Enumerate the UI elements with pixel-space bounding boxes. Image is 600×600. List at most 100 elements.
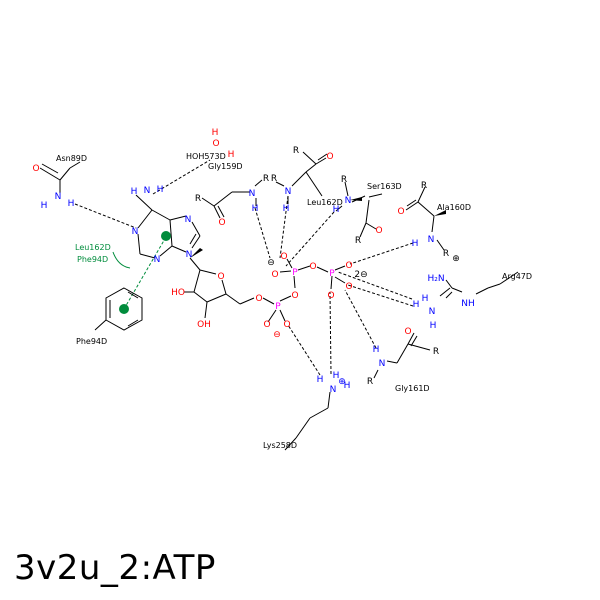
- adenine-n7: N: [185, 215, 192, 225]
- hbond-gly159-b: [279, 195, 289, 259]
- arg47-h1: H: [413, 300, 420, 310]
- gly159-r: R: [195, 194, 201, 204]
- hbond-lys258-a: [329, 291, 332, 375]
- pi-interactions: [112, 231, 171, 314]
- label-gly161: Gly161D: [395, 384, 430, 393]
- hbond-hoh573: [152, 159, 211, 195]
- adenine-h1: H: [131, 187, 138, 197]
- ser163-o: O: [375, 226, 382, 236]
- pg-o2: O: [345, 282, 352, 292]
- ala160-h: H: [412, 239, 419, 249]
- label-arg47: Arg47D: [502, 272, 532, 281]
- pi-stacking-line: [123, 236, 167, 310]
- hbond-lys258-b: [287, 324, 321, 376]
- stereo-wedges: [190, 197, 446, 258]
- phe94-ring-centroid: [119, 304, 129, 314]
- ala160-n: N: [428, 235, 435, 245]
- gly161-h: H: [373, 345, 380, 355]
- hoh-o: O: [212, 139, 219, 149]
- hbond-arg47-b: [337, 271, 413, 300]
- label-hoh573: HOH573D: [186, 152, 226, 161]
- arg47-h2n: H₂N: [427, 274, 444, 284]
- hbond-arg47-a: [347, 284, 414, 307]
- pa-charge: ⊖: [273, 330, 281, 340]
- hbond-gly159-a: [254, 207, 271, 259]
- o3a: O: [291, 291, 298, 301]
- hydrophobic-arc: [112, 251, 131, 269]
- label-asn89: Asn89D: [56, 154, 87, 163]
- label-gly159: Gly159D: [208, 162, 243, 171]
- p-gamma: P: [329, 269, 335, 279]
- pb-o2: O: [280, 252, 287, 262]
- gly161-r2: R: [433, 347, 439, 357]
- diagram-caption: 3v2u_2:ATP: [14, 548, 216, 588]
- ser163-h: H: [333, 205, 340, 215]
- hbond-asn89: [74, 203, 137, 229]
- pg-o3: O: [327, 291, 334, 301]
- lys258-plus: ⊕: [338, 377, 346, 387]
- leu162-h: H: [283, 204, 290, 214]
- adenine-n6: N: [144, 186, 151, 196]
- ser163-r2: R: [355, 236, 361, 246]
- asn89-h1: H: [41, 201, 48, 211]
- lys258-n: N: [330, 385, 337, 395]
- hbond-ala160: [349, 242, 414, 265]
- leu162-r1: R: [271, 174, 277, 184]
- label-phe94: Phe94D: [76, 337, 107, 346]
- adenine-ring-centroid: [161, 231, 171, 241]
- arg47-h3: H: [422, 294, 429, 304]
- bonds: [39, 151, 519, 451]
- label-leu162: Leu162D: [307, 198, 343, 207]
- asn89-o: O: [32, 164, 39, 174]
- asn89-h2: H: [68, 199, 75, 209]
- ser163-r1: R: [341, 175, 347, 185]
- arg47-h2: H: [430, 321, 437, 331]
- gly161-o: O: [404, 327, 411, 337]
- pa-o2: O: [283, 320, 290, 330]
- gly161-n: N: [379, 359, 386, 369]
- gly159-n: N: [249, 189, 256, 199]
- ala160-r1: R: [421, 181, 427, 191]
- o3b: O: [309, 262, 316, 272]
- hbond-gly161: [344, 289, 377, 349]
- ribose-ho2: HO: [171, 288, 185, 298]
- gly159-h: H: [252, 204, 259, 214]
- gly159-o: O: [218, 218, 225, 228]
- label-leu162-pi: Leu162D: [75, 243, 111, 252]
- ribose-o4: O: [217, 272, 224, 282]
- adenine-n3: N: [154, 255, 161, 265]
- gly159-r2: R: [263, 174, 269, 184]
- ribose-oh3: OH: [197, 320, 211, 330]
- adenine-n9: N: [186, 250, 193, 260]
- leu162-n: N: [285, 187, 292, 197]
- pg-o1: O: [345, 261, 352, 271]
- leu162-o: O: [326, 152, 333, 162]
- hydrogen-bonds: [74, 159, 414, 376]
- lys258-h2: H: [333, 371, 340, 381]
- adenine-h2: H: [157, 185, 164, 195]
- label-ala160: Ala160D: [437, 203, 471, 212]
- arg47-n2: N: [429, 307, 436, 317]
- hoh-h2: H: [228, 150, 235, 160]
- lys258-h1: H: [317, 375, 324, 385]
- arg47-charge: ⊕: [452, 254, 460, 264]
- ala160-o: O: [397, 207, 404, 217]
- ser163-n: N: [345, 196, 352, 206]
- arg47-nh: NH: [461, 299, 475, 309]
- label-lys258: Lys258D: [263, 441, 297, 450]
- leu162-r2: R: [293, 146, 299, 156]
- hbond-leu162: [285, 211, 335, 267]
- label-ser163: Ser163D: [367, 182, 402, 191]
- pg-charge: 2⊖: [354, 270, 367, 280]
- residue-labels: Asn89D HOH573D Gly159D Leu162D Ser163D A…: [56, 152, 532, 450]
- o5: O: [255, 294, 262, 304]
- p-beta: P: [292, 268, 298, 278]
- pa-o1: O: [263, 320, 270, 330]
- ala160-r2: R: [443, 249, 449, 259]
- pb-o1: O: [271, 270, 278, 280]
- asn89-n: N: [55, 192, 62, 202]
- atom-labels: O N H H H O H H N H N N N N O HO OH O P …: [32, 128, 474, 395]
- gly161-r1: R: [367, 377, 373, 387]
- label-phe94-pi: Phe94D: [77, 255, 108, 264]
